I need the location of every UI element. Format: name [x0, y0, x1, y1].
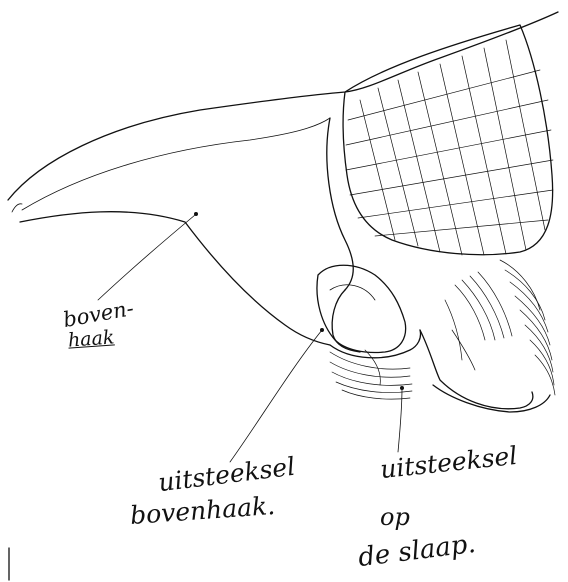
pointer-uitsteeksel-slaap — [398, 388, 402, 452]
upper-mandible-top-edge — [8, 12, 558, 200]
pointer-uitsteeksel-bovenhaak-dot — [320, 328, 324, 332]
protrusion-base — [330, 330, 421, 358]
tip-detail — [12, 204, 22, 212]
grid-region-outline — [343, 25, 553, 255]
grid-hatching — [346, 40, 553, 255]
pointer-uitsteeksel-bovenhaak — [230, 330, 322, 462]
pointer-bovenhaak-dot — [194, 212, 198, 216]
pointer-bovenhaak — [98, 215, 195, 300]
label-uitsteeksel-slaap-line2: op — [380, 505, 410, 529]
label-bovenhaak-line2: haak — [67, 328, 115, 350]
protrusion-inner-contour — [330, 285, 375, 300]
temple-protrusion — [420, 330, 533, 409]
upper-mandible-protrusion — [317, 265, 406, 352]
head-contour — [327, 118, 353, 290]
mouth-curve — [332, 290, 360, 352]
temple-side-hatching — [445, 260, 555, 395]
pointer-uitsteeksel-slaap-dot — [400, 386, 404, 390]
upper-mandible-inner-line — [22, 118, 330, 210]
